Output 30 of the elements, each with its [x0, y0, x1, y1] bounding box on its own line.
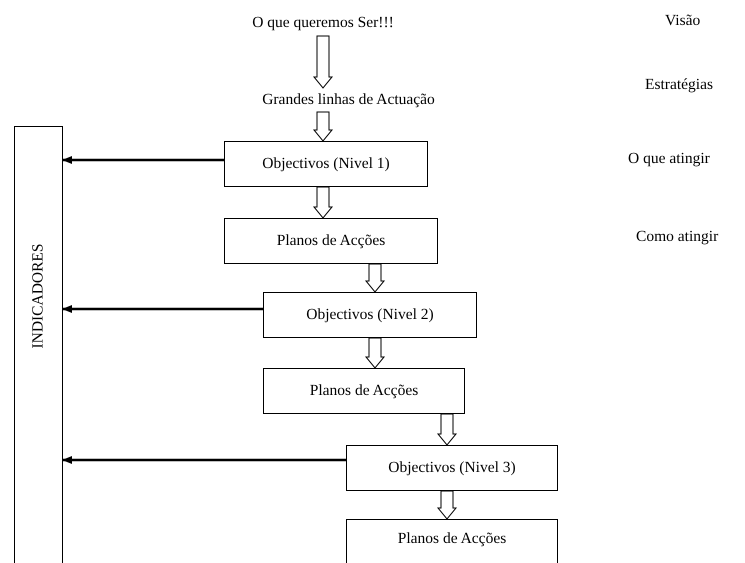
- hollow-arrow: [364, 338, 386, 369]
- indicator-bar: [14, 126, 63, 563]
- hollow-arrow: [312, 186, 334, 219]
- hollow-arrow: [436, 490, 458, 520]
- arrow: [62, 305, 263, 313]
- subtitle-text: Grandes linhas de Actuação: [231, 88, 466, 112]
- objective-box: [346, 445, 558, 491]
- box-label: Planos de Acções: [310, 382, 418, 400]
- box-label: Objectivos (Nivel 2): [306, 306, 434, 324]
- box-label: Objectivos (Nivel 3): [388, 459, 516, 477]
- objective-box: [263, 292, 477, 338]
- arrow: [62, 456, 346, 464]
- hollow-arrow: [312, 112, 334, 142]
- hollow-arrow: [312, 36, 334, 89]
- box-label: Planos de Acções: [276, 232, 386, 250]
- objective-box: [224, 141, 428, 187]
- box-label: INDICADORES: [30, 243, 48, 349]
- action-plan-box: [346, 519, 558, 563]
- hollow-arrow: [436, 414, 458, 446]
- action-plan-box: [263, 368, 465, 414]
- title-text: O que queremos Ser!!!: [243, 10, 403, 36]
- box-label: Objectivos (Nivel 1): [262, 155, 390, 173]
- side-note: O que atingir: [628, 150, 710, 168]
- hollow-arrow: [364, 264, 386, 293]
- box-label: Planos de Acções: [398, 530, 506, 548]
- side-note: Visão: [665, 12, 700, 30]
- side-note: Como atingir: [636, 228, 718, 246]
- arrow: [62, 156, 224, 164]
- action-plan-box: [224, 218, 438, 264]
- side-note: Estratégias: [645, 76, 714, 94]
